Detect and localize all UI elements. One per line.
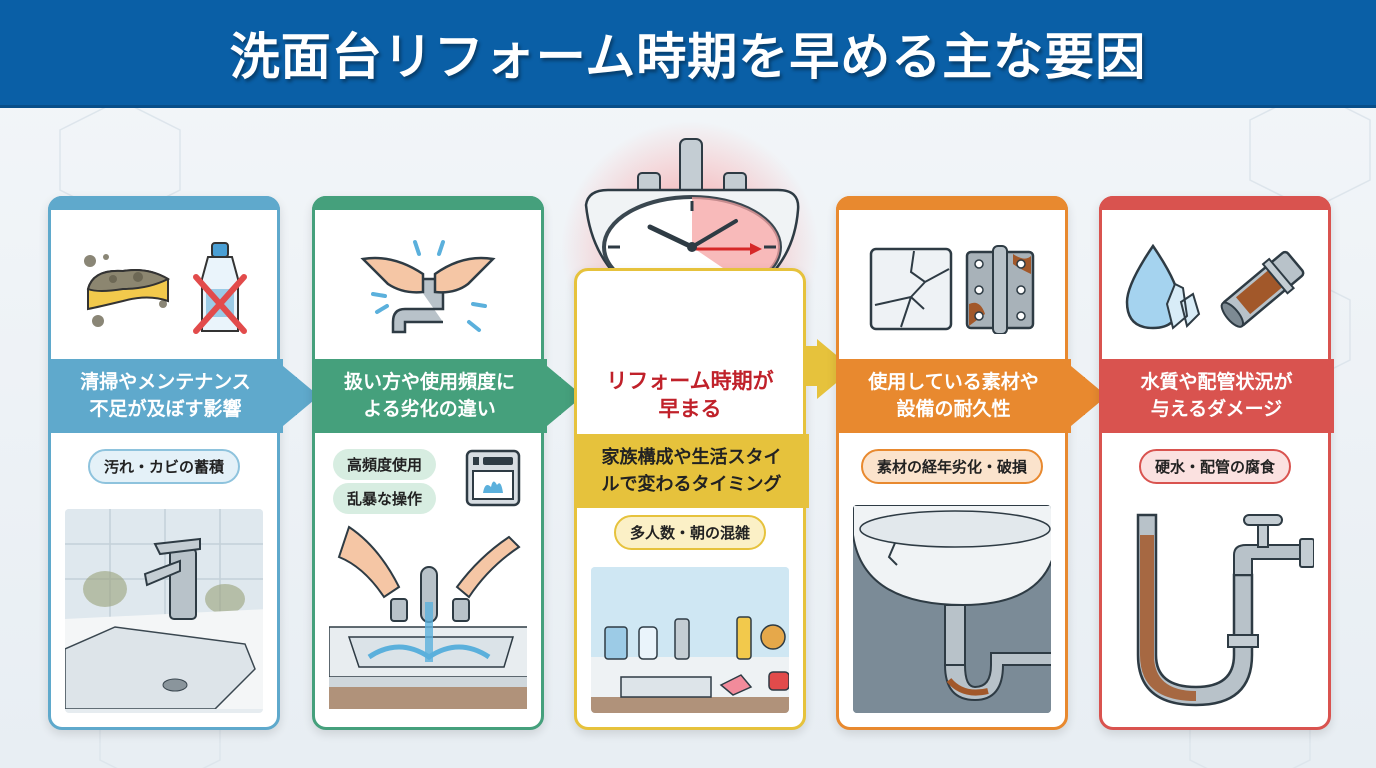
card-heading-band: 使用している素材や 設備の耐久性	[836, 359, 1107, 433]
result-line1: リフォーム時期が	[606, 369, 774, 393]
card-heading-line2: ルで変わるタイミング	[601, 474, 782, 495]
card-heading-line1: 水質や配管状況が	[1140, 371, 1293, 393]
card-heading-line2: 設備の耐久性	[896, 398, 1011, 420]
center-result-text: リフォーム時期が 早まる	[577, 367, 803, 423]
tag-pill: 汚れ・カビの蓄積	[87, 449, 241, 484]
card-icons	[51, 219, 277, 359]
factor-card-usage: 扱い方や使用頻度に よる劣化の違い 高頻度使用 乱暴な操作	[312, 196, 583, 730]
illustration-rough-faucet-use	[329, 517, 527, 713]
factor-card-water-quality: 水質や配管状況が 与えるダメージ 硬水・配管の腐食	[1099, 196, 1334, 730]
card-heading-line2: 不足が及ぼす影響	[89, 398, 242, 420]
washing-machine-icon	[465, 449, 521, 507]
illustration-crowded-vanity	[591, 567, 789, 713]
tag-pill: 高頻度使用	[333, 449, 437, 480]
rusty-hinge-icon	[965, 245, 1035, 334]
illustration-corroded-pipe	[1116, 505, 1314, 713]
card-icons	[1102, 219, 1328, 359]
tag-pill: 硬水・配管の腐食	[1138, 449, 1292, 484]
factor-card-lifestyle: リフォーム時期が 早まる 家族構成や生活スタイ ルで変わるタイミング 多人数・朝…	[574, 268, 853, 730]
card-heading-band: 水質や配管状況が 与えるダメージ	[1099, 359, 1334, 433]
card-heading-line1: 使用している素材や	[868, 371, 1039, 393]
card-heading-line1: 清掃やメンテナンス	[80, 371, 251, 393]
illustration-cracked-basin	[853, 505, 1051, 713]
card-heading-line2: 与えるダメージ	[1150, 398, 1283, 420]
result-line2: 早まる	[658, 397, 722, 421]
dirty-sponge-icon	[84, 254, 171, 327]
card-heading-band: 清掃やメンテナンス 不足が及ぼす影響	[48, 359, 319, 433]
card-icons	[839, 219, 1065, 359]
page-title: 洗面台リフォーム時期を早める主な要因	[229, 27, 1147, 86]
tag-pill: 乱暴な操作	[333, 483, 437, 514]
card-icons	[315, 219, 541, 359]
hands-twisting-faucet-icon	[360, 240, 496, 334]
illustration-moldy-faucet-sink	[65, 509, 263, 713]
tag-pill: 多人数・朝の混雑	[613, 515, 767, 550]
card-heading-band: 扱い方や使用頻度に よる劣化の違い	[312, 359, 583, 433]
card-heading-band: 家族構成や生活スタイ ルで変わるタイミング	[574, 434, 809, 508]
card-heading-line1: 家族構成や生活スタイ	[601, 447, 782, 468]
corroded-pipe-icon	[1220, 250, 1305, 328]
title-banner: 洗面台リフォーム時期を早める主な要因	[0, 0, 1376, 108]
factor-card-materials: 使用している素材や 設備の耐久性 素材の経年劣化・破損	[836, 196, 1107, 730]
no-detergent-icon	[193, 242, 247, 334]
cracked-tile-icon	[869, 247, 953, 331]
tag-pill: 素材の経年劣化・破損	[860, 449, 1044, 484]
card-heading-line2: よる劣化の違い	[363, 398, 496, 420]
factor-card-cleaning: 清掃やメンテナンス 不足が及ぼす影響 汚れ・カビの蓄積	[48, 196, 319, 730]
card-heading-line1: 扱い方や使用頻度に	[343, 371, 515, 393]
water-drop-crystal-icon	[1125, 244, 1201, 330]
